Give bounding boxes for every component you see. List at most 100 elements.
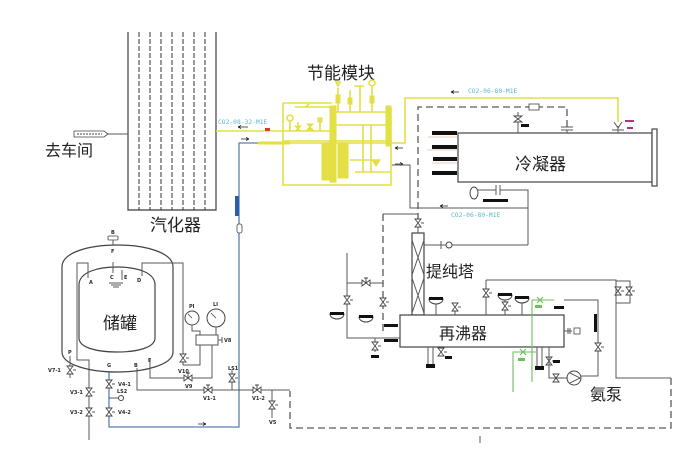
outlet-pipe xyxy=(136,368,290,391)
liquid-valve xyxy=(105,379,116,389)
nozzle-tag: C xyxy=(110,275,114,281)
outlet-valve xyxy=(252,384,262,394)
tag-bar xyxy=(554,306,564,309)
liquid-valve xyxy=(105,407,116,417)
tank-label: 储罐 xyxy=(103,314,137,334)
nozzle-tag: A xyxy=(89,280,93,286)
module-instrument-stems xyxy=(337,86,373,112)
vent-filter xyxy=(528,103,540,111)
module-valve xyxy=(347,97,353,105)
valve-tag: V1-2 xyxy=(252,396,265,402)
module-valve xyxy=(369,95,375,104)
condenser-label: 冷凝器 xyxy=(515,155,566,175)
instrument-tag: V10 xyxy=(178,369,189,375)
instrument-tag: V9 xyxy=(185,384,193,390)
arrow-left-icon xyxy=(450,90,459,94)
condenser-bottom-fittings xyxy=(469,185,529,245)
instrument-tag: LI xyxy=(213,302,218,308)
vaporizer-fins xyxy=(138,32,206,210)
condenser-return-line: CO2-06-80-M1E xyxy=(392,164,528,219)
top-valve xyxy=(501,301,512,311)
module-column xyxy=(385,105,392,147)
drain-valve xyxy=(437,347,448,357)
left-valve xyxy=(343,295,354,305)
tower-top-valve xyxy=(414,218,425,228)
support-base xyxy=(535,366,544,370)
branch-valve xyxy=(268,400,279,410)
coolant-valve-icon xyxy=(519,348,527,356)
instrument-tag: V8 xyxy=(224,338,232,344)
energy-saving-module: 节能模块 xyxy=(282,64,392,186)
valve-tag: V1-1 xyxy=(203,396,216,402)
module-trap xyxy=(371,159,381,167)
module-internal-pipes xyxy=(350,125,390,173)
vent-check-icon xyxy=(613,121,623,133)
condenser-nozzles xyxy=(427,131,457,175)
reboiler-left-piping xyxy=(329,253,400,358)
module-exchanger xyxy=(337,143,349,179)
vent-capacitor xyxy=(561,126,573,133)
pump-icon xyxy=(566,370,582,386)
discharge-tag xyxy=(594,314,597,332)
reboiler-top-fittings xyxy=(428,280,530,315)
left-valve xyxy=(379,297,390,307)
safety-valve-icon xyxy=(118,395,124,401)
arrow-right-icon xyxy=(198,422,207,426)
level-indicator xyxy=(358,314,374,323)
coolant-pipe xyxy=(531,299,554,382)
sight-glass xyxy=(235,196,239,216)
condensate-tag xyxy=(483,199,508,202)
pump-impeller-icon xyxy=(569,372,582,384)
vent-tag xyxy=(625,120,634,122)
valve-tag: V4-1 xyxy=(118,382,131,388)
module-valve xyxy=(335,94,341,104)
nozzle-bar xyxy=(432,171,457,175)
condenser-vent-loop xyxy=(417,103,568,220)
module-top-pipe xyxy=(295,103,330,108)
coolant-tag xyxy=(535,305,542,308)
pipe-label-condenser-return: CO2-06-80-M1E xyxy=(451,212,500,219)
ammonia-pump-circuit: 氨泵 xyxy=(289,279,672,443)
safety-valve xyxy=(228,373,239,383)
tank-bottom-valves: V7-1 V3-1 V3-2 V4-1 LS2 V4-2 xyxy=(48,356,131,417)
pump-discharge-pipe xyxy=(564,299,599,377)
ammonia-pump-label: 氨泵 xyxy=(590,385,622,404)
nozzle-tag: D xyxy=(137,278,141,284)
module-deck xyxy=(283,140,391,144)
reboiler-label: 再沸器 xyxy=(439,324,487,343)
nozzle-tag: F xyxy=(111,249,114,255)
vent-tag xyxy=(627,127,633,129)
capacitor-icon xyxy=(495,185,501,195)
purification-tower: 提纯塔 xyxy=(382,213,528,332)
vaporizer-gas-line: CO2-08-32-M1E xyxy=(216,119,284,132)
liquid-pipe xyxy=(108,142,258,428)
tag-bar xyxy=(371,355,379,358)
tank-inner-vessel xyxy=(78,266,156,353)
top-vent-cap xyxy=(107,235,119,241)
pipe-label-vaporizer: CO2-08-32-M1E xyxy=(218,119,267,126)
to-workshop-label: 去车间 xyxy=(45,141,93,160)
tower-packing xyxy=(411,239,425,314)
relief-tag xyxy=(521,124,529,127)
valve-tag: V4-2 xyxy=(118,410,131,416)
arrow-left-icon xyxy=(439,204,448,208)
nozzle-tag: G xyxy=(107,363,111,369)
condenser: 冷凝器 xyxy=(427,112,658,245)
arrow-right-icon xyxy=(241,137,250,141)
valve-tag: LS2 xyxy=(117,389,128,395)
right-nozzle-cap xyxy=(573,327,581,335)
energy-to-condenser-line: CO2-06-80-M1E xyxy=(391,88,619,166)
gauge-stems xyxy=(191,325,217,335)
module-frame xyxy=(282,102,392,186)
arrow-left-icon xyxy=(394,146,403,150)
level-indicator xyxy=(497,292,513,301)
module-exchanger xyxy=(321,143,334,181)
nozzle-tag: P xyxy=(68,350,72,356)
tag-bar xyxy=(384,324,398,327)
tag-bar xyxy=(384,339,398,342)
valve-tag: V7-1 xyxy=(48,368,61,374)
nozzle-tag: B xyxy=(134,363,138,369)
manifold-valve xyxy=(218,337,223,343)
ammonia-dashed-loop xyxy=(289,378,672,429)
